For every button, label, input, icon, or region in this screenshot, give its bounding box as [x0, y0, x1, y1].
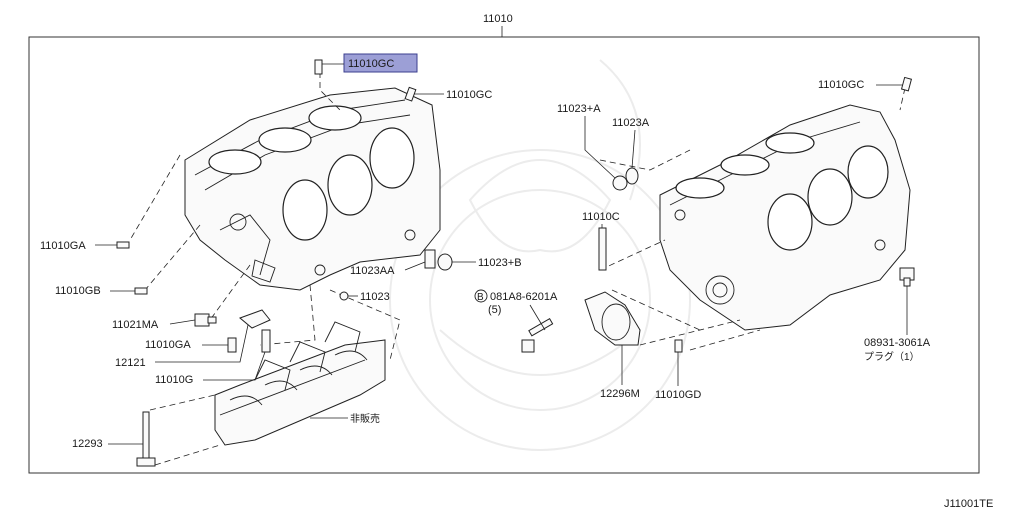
main-bearing-beam-not-for-sale[interactable]: [214, 339, 386, 446]
callout-12296m[interactable]: 12296M: [600, 388, 640, 400]
dowel-pin-gc-top[interactable]: [314, 59, 323, 75]
callout-bolt-circle-letter: B: [477, 292, 484, 303]
main-bearing-caps-upper: [254, 321, 361, 391]
cylinder-block-left-view[interactable]: [184, 87, 441, 291]
callout-11023-plus-b[interactable]: 11023+B: [478, 257, 522, 269]
cylinder-block-right-view[interactable]: [659, 104, 911, 331]
bolt-type-circle-marker: [474, 289, 488, 303]
dowel-pin-gb[interactable]: [134, 287, 148, 295]
callout-08931-3061a[interactable]: 08931-3061A: [864, 337, 931, 349]
plug-08931-3061a[interactable]: [899, 267, 915, 287]
dowel-pin-ga[interactable]: [116, 241, 130, 249]
callout-11010gb[interactable]: 11010GB: [55, 285, 101, 297]
callout-plug-quantity: プラグ（1）: [864, 350, 920, 363]
bolt-081a8-6201a[interactable]: [521, 317, 554, 353]
callout-11021ma[interactable]: 11021MA: [112, 319, 159, 331]
highlighted-callout-box[interactable]: [343, 53, 418, 73]
callout-11023a[interactable]: 11023A: [612, 117, 650, 129]
callout-11010ga[interactable]: 11010GA: [40, 240, 86, 252]
callout-bolt-quantity: (5): [488, 304, 501, 316]
callout-11010g[interactable]: 11010G: [155, 374, 193, 386]
callout-11010gc-highlighted[interactable]: 11010GC: [348, 58, 394, 70]
callout-11010gc-right[interactable]: 11010GC: [818, 79, 864, 91]
callout-12293[interactable]: 12293: [72, 438, 103, 450]
plug-11023b[interactable]: [437, 253, 453, 271]
rear-oil-seal-retainer-12296m[interactable]: [584, 291, 641, 346]
assembly-number-label: 11010: [483, 13, 513, 25]
callout-081a8-6201a[interactable]: 081A8-6201A: [490, 291, 558, 303]
dowel-pin-gc-right[interactable]: [900, 76, 913, 92]
diagram-frame: [28, 36, 980, 474]
dowel-ring-11010ga[interactable]: [227, 337, 237, 353]
plug-11023a-plus[interactable]: [612, 175, 628, 191]
washer-11023a[interactable]: [625, 167, 639, 185]
callout-11010gc-mid[interactable]: 11010GC: [446, 89, 492, 101]
figure-code-label: J11001TE: [944, 498, 993, 510]
callout-11010c[interactable]: 11010C: [582, 211, 620, 223]
callout-11023-plus-a[interactable]: 11023+A: [557, 103, 601, 115]
callout-not-for-sale: 非販売: [350, 412, 380, 425]
dowel-pin-11010gd[interactable]: [674, 339, 683, 353]
dowel-pin-gc-mid[interactable]: [404, 86, 417, 102]
callout-11023[interactable]: 11023: [360, 291, 390, 303]
plug-11023[interactable]: [339, 291, 349, 301]
plug-11023aa[interactable]: [424, 249, 436, 269]
bolt-12293[interactable]: [136, 411, 156, 467]
oil-jet-12121[interactable]: [239, 309, 271, 329]
dowel-pin-11010c[interactable]: [598, 227, 607, 271]
callout-12121[interactable]: 12121: [115, 357, 146, 369]
callout-11010ga-lower[interactable]: 11010GA: [145, 339, 191, 351]
callout-11010gd[interactable]: 11010GD: [655, 389, 701, 401]
callout-11023aa[interactable]: 11023AA: [350, 265, 395, 277]
dowel-pin-11010g[interactable]: [261, 329, 271, 353]
